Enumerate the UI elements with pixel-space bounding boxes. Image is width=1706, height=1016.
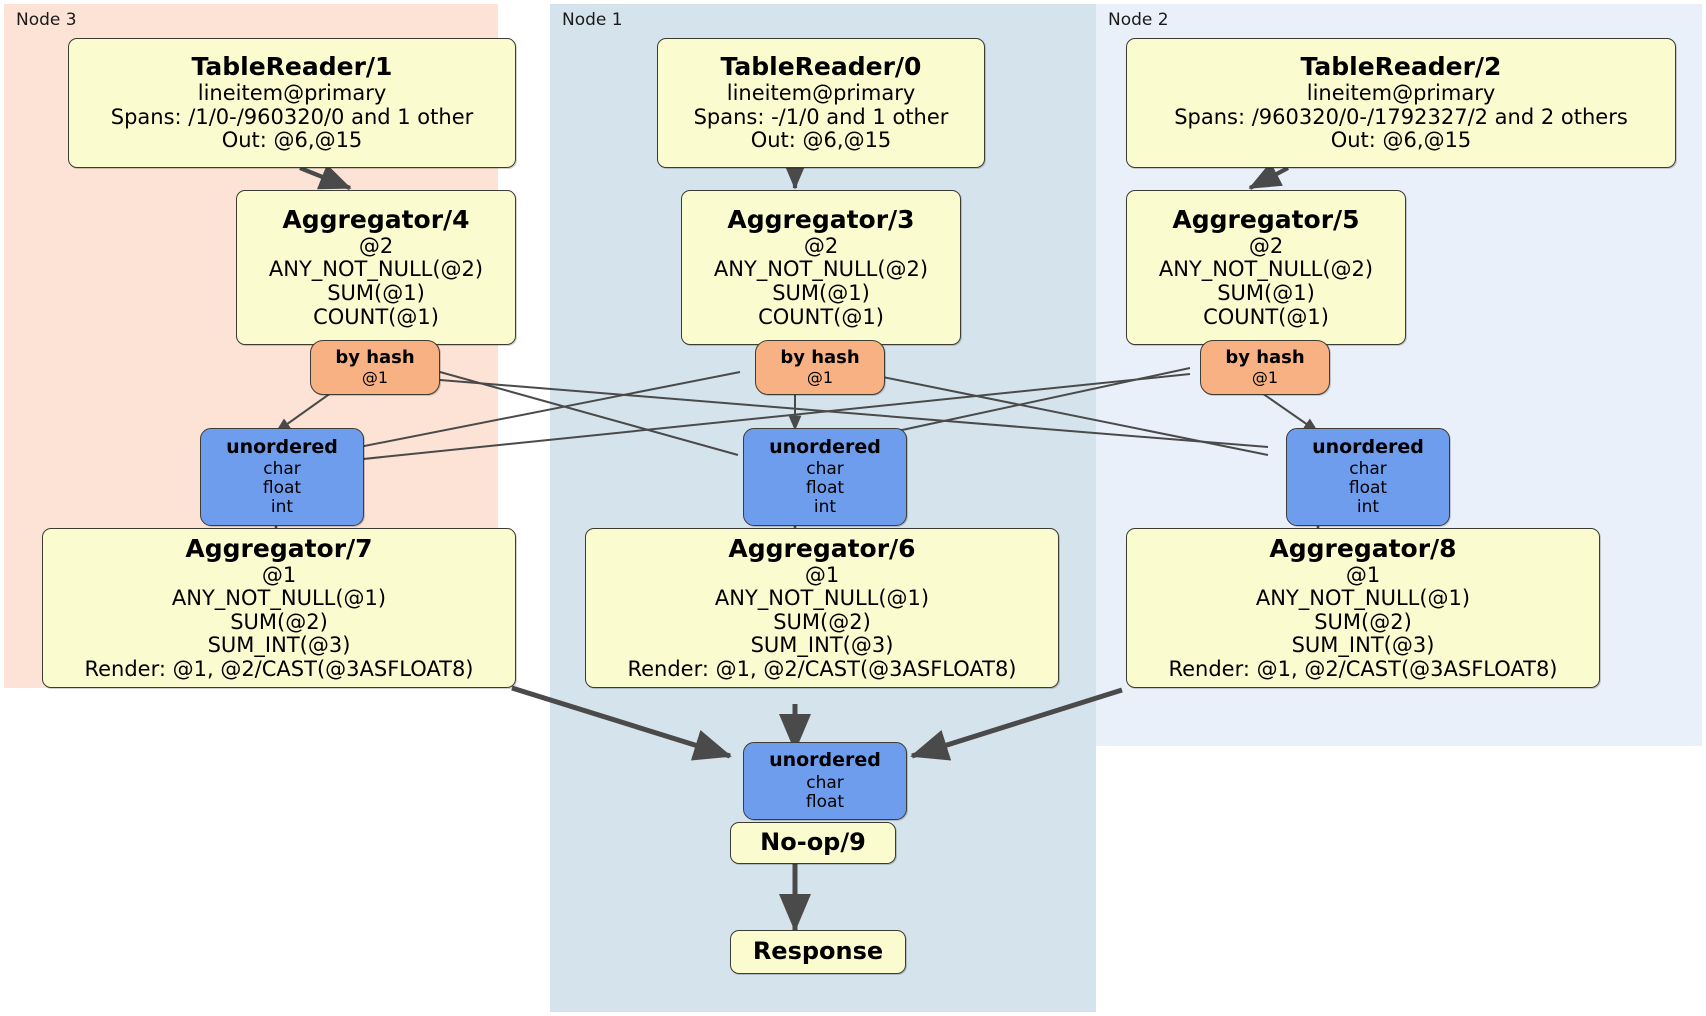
processor-title: Aggregator/5 xyxy=(1172,204,1360,234)
processor-aggregator-8[interactable]: Aggregator/8 @1 ANY_NOT_NULL(@1) SUM(@2)… xyxy=(1126,528,1600,688)
processor-detail: SUM_INT(@3) xyxy=(750,633,894,658)
processor-detail: @1 xyxy=(1345,562,1381,587)
processor-title: TableReader/1 xyxy=(191,52,393,82)
processor-detail: SUM_INT(@3) xyxy=(207,633,351,658)
processor-detail: SUM(@1) xyxy=(1217,281,1315,305)
processor-detail: SUM(@2) xyxy=(1314,609,1412,634)
processor-detail: ANY_NOT_NULL(@1) xyxy=(171,586,387,611)
receiver-type: float xyxy=(805,791,845,812)
processor-tablereader-0[interactable]: TableReader/0 lineitem@primary Spans: -/… xyxy=(657,38,985,168)
processor-title: Aggregator/6 xyxy=(728,533,916,563)
receiver-unordered-final[interactable]: unordered char float xyxy=(743,742,907,820)
processor-detail: Out: @6,@15 xyxy=(750,128,892,153)
processor-title: Response xyxy=(752,937,884,966)
processor-detail: SUM(@2) xyxy=(230,609,328,634)
receiver-type: int xyxy=(813,497,837,518)
processor-aggregator-7[interactable]: Aggregator/7 @1 ANY_NOT_NULL(@1) SUM(@2)… xyxy=(42,528,516,688)
router-by-hash-right[interactable]: by hash @1 xyxy=(1200,340,1330,395)
receiver-unordered-left[interactable]: unordered char float int xyxy=(200,428,364,526)
processor-detail: Out: @6,@15 xyxy=(1330,128,1472,153)
processor-detail: SUM_INT(@3) xyxy=(1291,633,1435,658)
processor-detail: COUNT(@1) xyxy=(1203,304,1329,329)
processor-detail: Spans: /1/0-/960320/0 and 1 other xyxy=(110,104,474,129)
processor-aggregator-6[interactable]: Aggregator/6 @1 ANY_NOT_NULL(@1) SUM(@2)… xyxy=(585,528,1059,688)
processor-title: TableReader/2 xyxy=(1300,52,1502,82)
processor-title: Aggregator/8 xyxy=(1269,533,1457,563)
processor-no-op-9[interactable]: No-op/9 xyxy=(730,822,896,864)
processor-detail: ANY_NOT_NULL(@2) xyxy=(713,257,929,282)
receiver-title: unordered xyxy=(226,435,338,458)
processor-aggregator-3[interactable]: Aggregator/3 @2 ANY_NOT_NULL(@2) SUM(@1)… xyxy=(681,190,961,345)
receiver-unordered-right[interactable]: unordered char float int xyxy=(1286,428,1450,526)
processor-render: Render: @1, @2/CAST(@3ASFLOAT8) xyxy=(84,656,474,681)
processor-render: Render: @1, @2/CAST(@3ASFLOAT8) xyxy=(1168,656,1558,681)
receiver-type: int xyxy=(270,497,294,518)
receiver-type: char xyxy=(1349,459,1387,480)
node-lane-label-node1: Node 1 xyxy=(562,10,623,30)
processor-detail: SUM(@2) xyxy=(773,609,871,634)
node-lane-label-node2: Node 2 xyxy=(1108,10,1169,30)
processor-detail: lineitem@primary xyxy=(197,81,387,106)
processor-aggregator-4[interactable]: Aggregator/4 @2 ANY_NOT_NULL(@2) SUM(@1)… xyxy=(236,190,516,345)
processor-detail: ANY_NOT_NULL(@1) xyxy=(714,586,930,611)
router-detail: @1 xyxy=(806,367,834,387)
router-by-hash-center[interactable]: by hash @1 xyxy=(755,340,885,395)
processor-render: Render: @1, @2/CAST(@3ASFLOAT8) xyxy=(627,656,1017,681)
processor-title: Aggregator/3 xyxy=(727,204,915,234)
processor-aggregator-5[interactable]: Aggregator/5 @2 ANY_NOT_NULL(@2) SUM(@1)… xyxy=(1126,190,1406,345)
processor-detail: @1 xyxy=(261,562,297,587)
receiver-type: char xyxy=(806,772,844,793)
router-title: by hash xyxy=(1225,347,1305,369)
processor-detail: @2 xyxy=(803,233,839,258)
processor-detail: Out: @6,@15 xyxy=(221,128,363,153)
receiver-type: char xyxy=(263,459,301,480)
processor-detail: @2 xyxy=(358,233,394,258)
processor-title: TableReader/0 xyxy=(720,52,922,82)
router-detail: @1 xyxy=(361,367,389,387)
processor-tablereader-2[interactable]: TableReader/2 lineitem@primary Spans: /9… xyxy=(1126,38,1676,168)
receiver-title: unordered xyxy=(769,749,881,772)
processor-detail: ANY_NOT_NULL(@2) xyxy=(1158,257,1374,282)
processor-detail: ANY_NOT_NULL(@2) xyxy=(268,257,484,282)
receiver-type: float xyxy=(1348,478,1388,499)
receiver-type: int xyxy=(1356,497,1380,518)
processor-detail: SUM(@1) xyxy=(327,281,425,305)
processor-response[interactable]: Response xyxy=(730,930,906,974)
router-by-hash-left[interactable]: by hash @1 xyxy=(310,340,440,395)
processor-detail: SUM(@1) xyxy=(772,281,870,305)
processor-detail: lineitem@primary xyxy=(1306,81,1496,106)
processor-detail: ANY_NOT_NULL(@1) xyxy=(1255,586,1471,611)
processor-detail: Spans: /960320/0-/1792327/2 and 2 others xyxy=(1174,104,1628,129)
router-detail: @1 xyxy=(1251,367,1279,387)
processor-detail: lineitem@primary xyxy=(726,81,916,106)
receiver-title: unordered xyxy=(1312,435,1424,458)
receiver-type: char xyxy=(806,459,844,480)
receiver-unordered-center[interactable]: unordered char float int xyxy=(743,428,907,526)
router-title: by hash xyxy=(335,347,415,369)
receiver-type: float xyxy=(805,478,845,499)
processor-detail: @1 xyxy=(804,562,840,587)
processor-detail: @2 xyxy=(1248,233,1284,258)
processor-detail: COUNT(@1) xyxy=(758,304,884,329)
processor-title: No-op/9 xyxy=(760,828,866,857)
processor-title: Aggregator/7 xyxy=(185,533,373,563)
processor-detail: Spans: -/1/0 and 1 other xyxy=(693,104,949,129)
receiver-type: float xyxy=(262,478,302,499)
processor-detail: COUNT(@1) xyxy=(313,304,439,329)
router-title: by hash xyxy=(780,347,860,369)
node-lane-label-node3: Node 3 xyxy=(16,10,77,30)
receiver-title: unordered xyxy=(769,435,881,458)
processor-tablereader-1[interactable]: TableReader/1 lineitem@primary Spans: /1… xyxy=(68,38,516,168)
processor-title: Aggregator/4 xyxy=(282,204,470,234)
